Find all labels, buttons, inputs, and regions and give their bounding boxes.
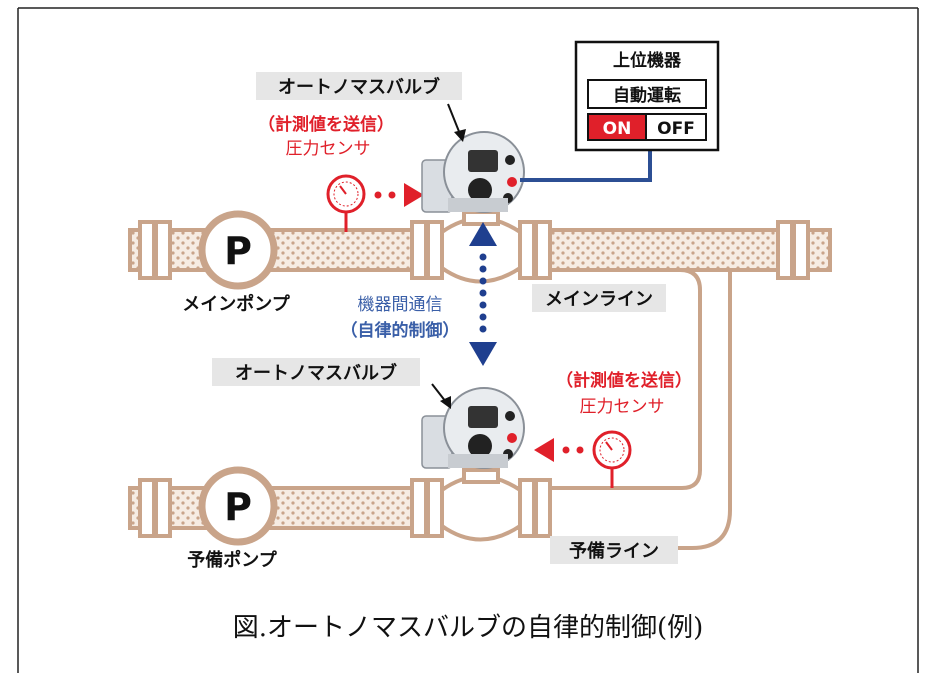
signal-arrow-top — [374, 183, 424, 207]
pointer-arrow-bottom — [431, 383, 451, 409]
valve-label-bottom: オートノマスバルブ — [235, 362, 397, 384]
signal-arrow-bottom — [534, 438, 584, 462]
valve-label-top: オートノマスバルブ — [278, 76, 440, 98]
spare-pump-letter: P — [224, 485, 252, 529]
comm-label-line1: 機器間通信 — [358, 295, 443, 315]
controller-title: 上位機器 — [613, 50, 682, 71]
spare-pipe — [128, 468, 552, 542]
communication-arrow — [469, 222, 497, 366]
main-pump-label: メインポンプ — [182, 293, 290, 315]
spare-pump-label: 予備ポンプ — [187, 549, 277, 571]
valve-label-bottom-bg — [212, 358, 420, 386]
pointer-arrow-top — [447, 103, 466, 142]
main-pump: P — [198, 210, 278, 290]
pressure-gauge-icon — [326, 174, 366, 232]
on-switch: ON — [603, 119, 632, 139]
sensor-label-bottom: 圧力センサ — [580, 397, 665, 417]
pressure-gauge-icon — [592, 430, 632, 488]
off-switch: OFF — [657, 119, 695, 139]
comm-label-line2: （自律的制御） — [341, 320, 460, 341]
main-pump-letter: P — [224, 229, 252, 273]
controller-mode: 自動運転 — [613, 85, 681, 106]
send-label-top: （計測値を送信） — [258, 114, 394, 135]
send-label-bottom: （計測値を送信） — [556, 370, 692, 391]
main-line-label-bg — [532, 284, 666, 312]
figure-caption: 図.オートノマスバルブの自律的制御(例) — [233, 613, 704, 643]
spare-line-label-bg — [550, 536, 678, 564]
actuator-top — [421, 131, 525, 213]
controller-panel: 上位機器 自動運転 ON OFF — [574, 40, 720, 152]
spare-line-label: 予備ライン — [569, 540, 659, 562]
sensor-label-top: 圧力センサ — [286, 139, 371, 159]
main-line-label: メインライン — [545, 289, 653, 310]
spare-pump: P — [198, 466, 278, 546]
actuator-bottom — [421, 387, 525, 469]
frame-border — [17, 7, 919, 673]
valve-label-bg — [256, 72, 462, 100]
controller-wire — [520, 150, 652, 182]
